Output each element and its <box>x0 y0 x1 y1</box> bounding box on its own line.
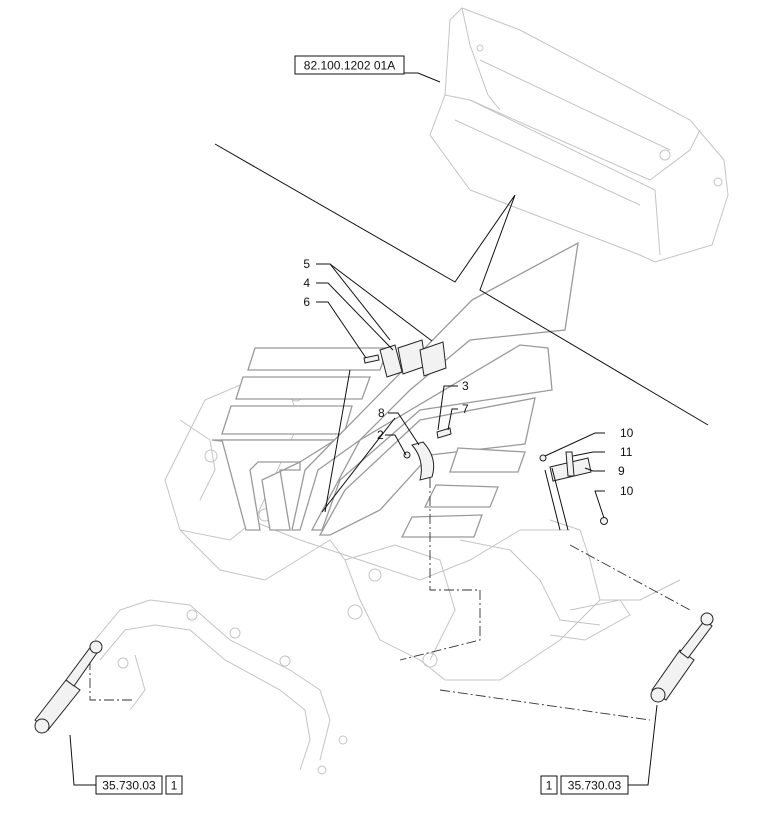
callout-11: 11 <box>620 445 633 459</box>
callout-6: 6 <box>303 295 310 309</box>
callout-2: 2 <box>377 428 384 442</box>
cylinder-right <box>650 612 714 703</box>
cylinder-left <box>34 640 103 734</box>
callout-10-bottom: 10 <box>620 484 634 498</box>
callout-5: 5 <box>303 257 310 271</box>
part-pads <box>379 339 447 378</box>
part-pin-small <box>436 427 452 439</box>
reference-right[interactable]: 1 35.730.03 <box>540 775 629 795</box>
callout-8: 8 <box>378 406 385 420</box>
reference-left-qty: 1 <box>171 779 178 793</box>
part-pivot-pin <box>539 451 608 525</box>
brand-logo <box>211 241 579 538</box>
loader-frame-ghost <box>164 384 681 681</box>
part-bolt <box>363 354 380 364</box>
callout-7: 7 <box>462 402 469 416</box>
part-bushing <box>403 441 435 481</box>
callout-4: 4 <box>303 276 310 290</box>
hydraulic-hoses-ghost <box>94 599 631 775</box>
reference-right-code: 35.730.03 <box>568 779 622 793</box>
callout-10-top: 10 <box>620 426 634 440</box>
reference-left-code: 35.730.03 <box>102 779 156 793</box>
callout-3: 3 <box>462 379 469 393</box>
reference-left[interactable]: 35.730.03 1 <box>95 775 183 795</box>
center-lines <box>89 460 691 721</box>
break-line <box>214 143 709 426</box>
callout-9: 9 <box>618 464 625 478</box>
reference-top[interactable]: 82.100.1202 01A <box>294 55 405 75</box>
reference-right-qty: 1 <box>546 779 553 793</box>
reference-top-code: 82.100.1202 01A <box>304 59 395 73</box>
bucket-ghost <box>429 7 729 263</box>
leader-lines <box>69 72 658 786</box>
